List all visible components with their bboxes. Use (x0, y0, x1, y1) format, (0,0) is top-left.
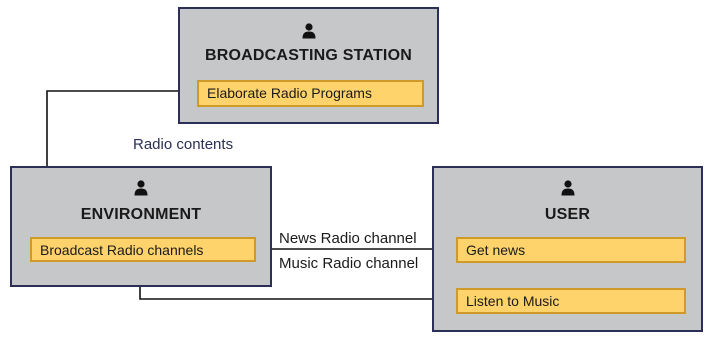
link-label-music-radio-channel: Music Radio channel (279, 255, 419, 272)
person-icon (302, 23, 315, 39)
person-icon (561, 180, 574, 196)
actor-user: USER Get news Listen to Music (432, 166, 703, 332)
person-icon (134, 180, 148, 196)
task-get-news: Get news (456, 237, 686, 263)
task-elaborate-radio-programs: Elaborate Radio Programs (197, 80, 424, 107)
task-listen-to-music: Listen to Music (456, 288, 686, 314)
actor-title: USER (544, 206, 591, 223)
link-label-radio-contents: Radio contents (133, 136, 234, 153)
actor-broadcasting-station: BROADCASTING STATION Elaborate Radio Pro… (178, 7, 439, 124)
actor-title: BROADCASTING STATION (205, 47, 412, 64)
task-broadcast-radio-channels: Broadcast Radio channels (30, 237, 256, 262)
actor-title: ENVIRONMENT (80, 206, 202, 223)
actor-environment: ENVIRONMENT Broadcast Radio channels (10, 166, 272, 287)
link-label-news-radio-channel: News Radio channel (279, 230, 417, 247)
